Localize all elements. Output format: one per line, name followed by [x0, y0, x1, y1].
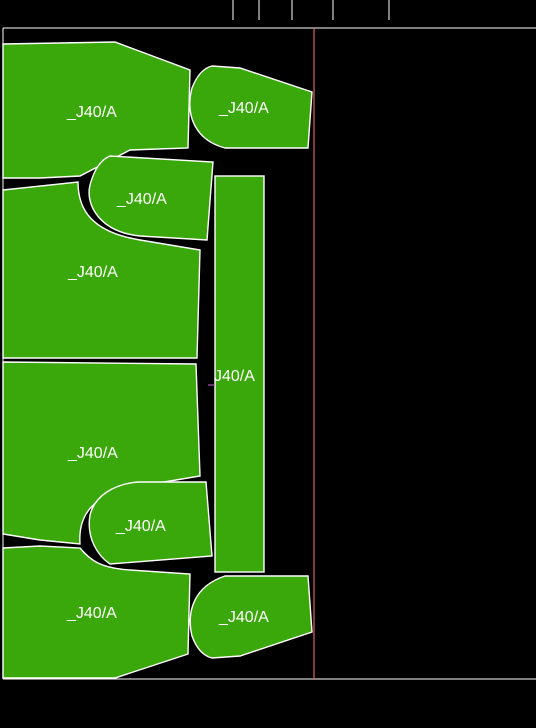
piece-back-upper[interactable]: _J40/A: [2, 181, 201, 359]
piece-label: _J40/A: [67, 445, 118, 462]
piece-label: _J40/A: [115, 518, 166, 535]
piece-label: _J40/A: [218, 609, 269, 626]
piece-label: _J40/A: [218, 100, 269, 117]
piece-waistband[interactable]: J40/A: [208, 175, 265, 573]
piece-sleeve-bottom[interactable]: _J40/A: [189, 575, 313, 659]
piece-front-top[interactable]: _J40/A: [2, 41, 191, 179]
piece-label: _J40/A: [116, 191, 167, 208]
piece-pocket-top[interactable]: _J40/A: [88, 155, 214, 241]
piece-sleeve-top[interactable]: _J40/A: [189, 65, 313, 149]
piece-label: _J40/A: [66, 605, 117, 622]
piece-label: J40/A: [214, 368, 255, 385]
piece-front-bottom[interactable]: _J40/A: [2, 545, 191, 679]
piece-back-lower[interactable]: _J40/A: [2, 361, 201, 545]
piece-pocket-bottom[interactable]: _J40/A: [88, 481, 213, 565]
piece-label: _J40/A: [67, 264, 118, 281]
top-ruler: [232, 0, 390, 20]
piece-label: _J40/A: [66, 104, 117, 121]
